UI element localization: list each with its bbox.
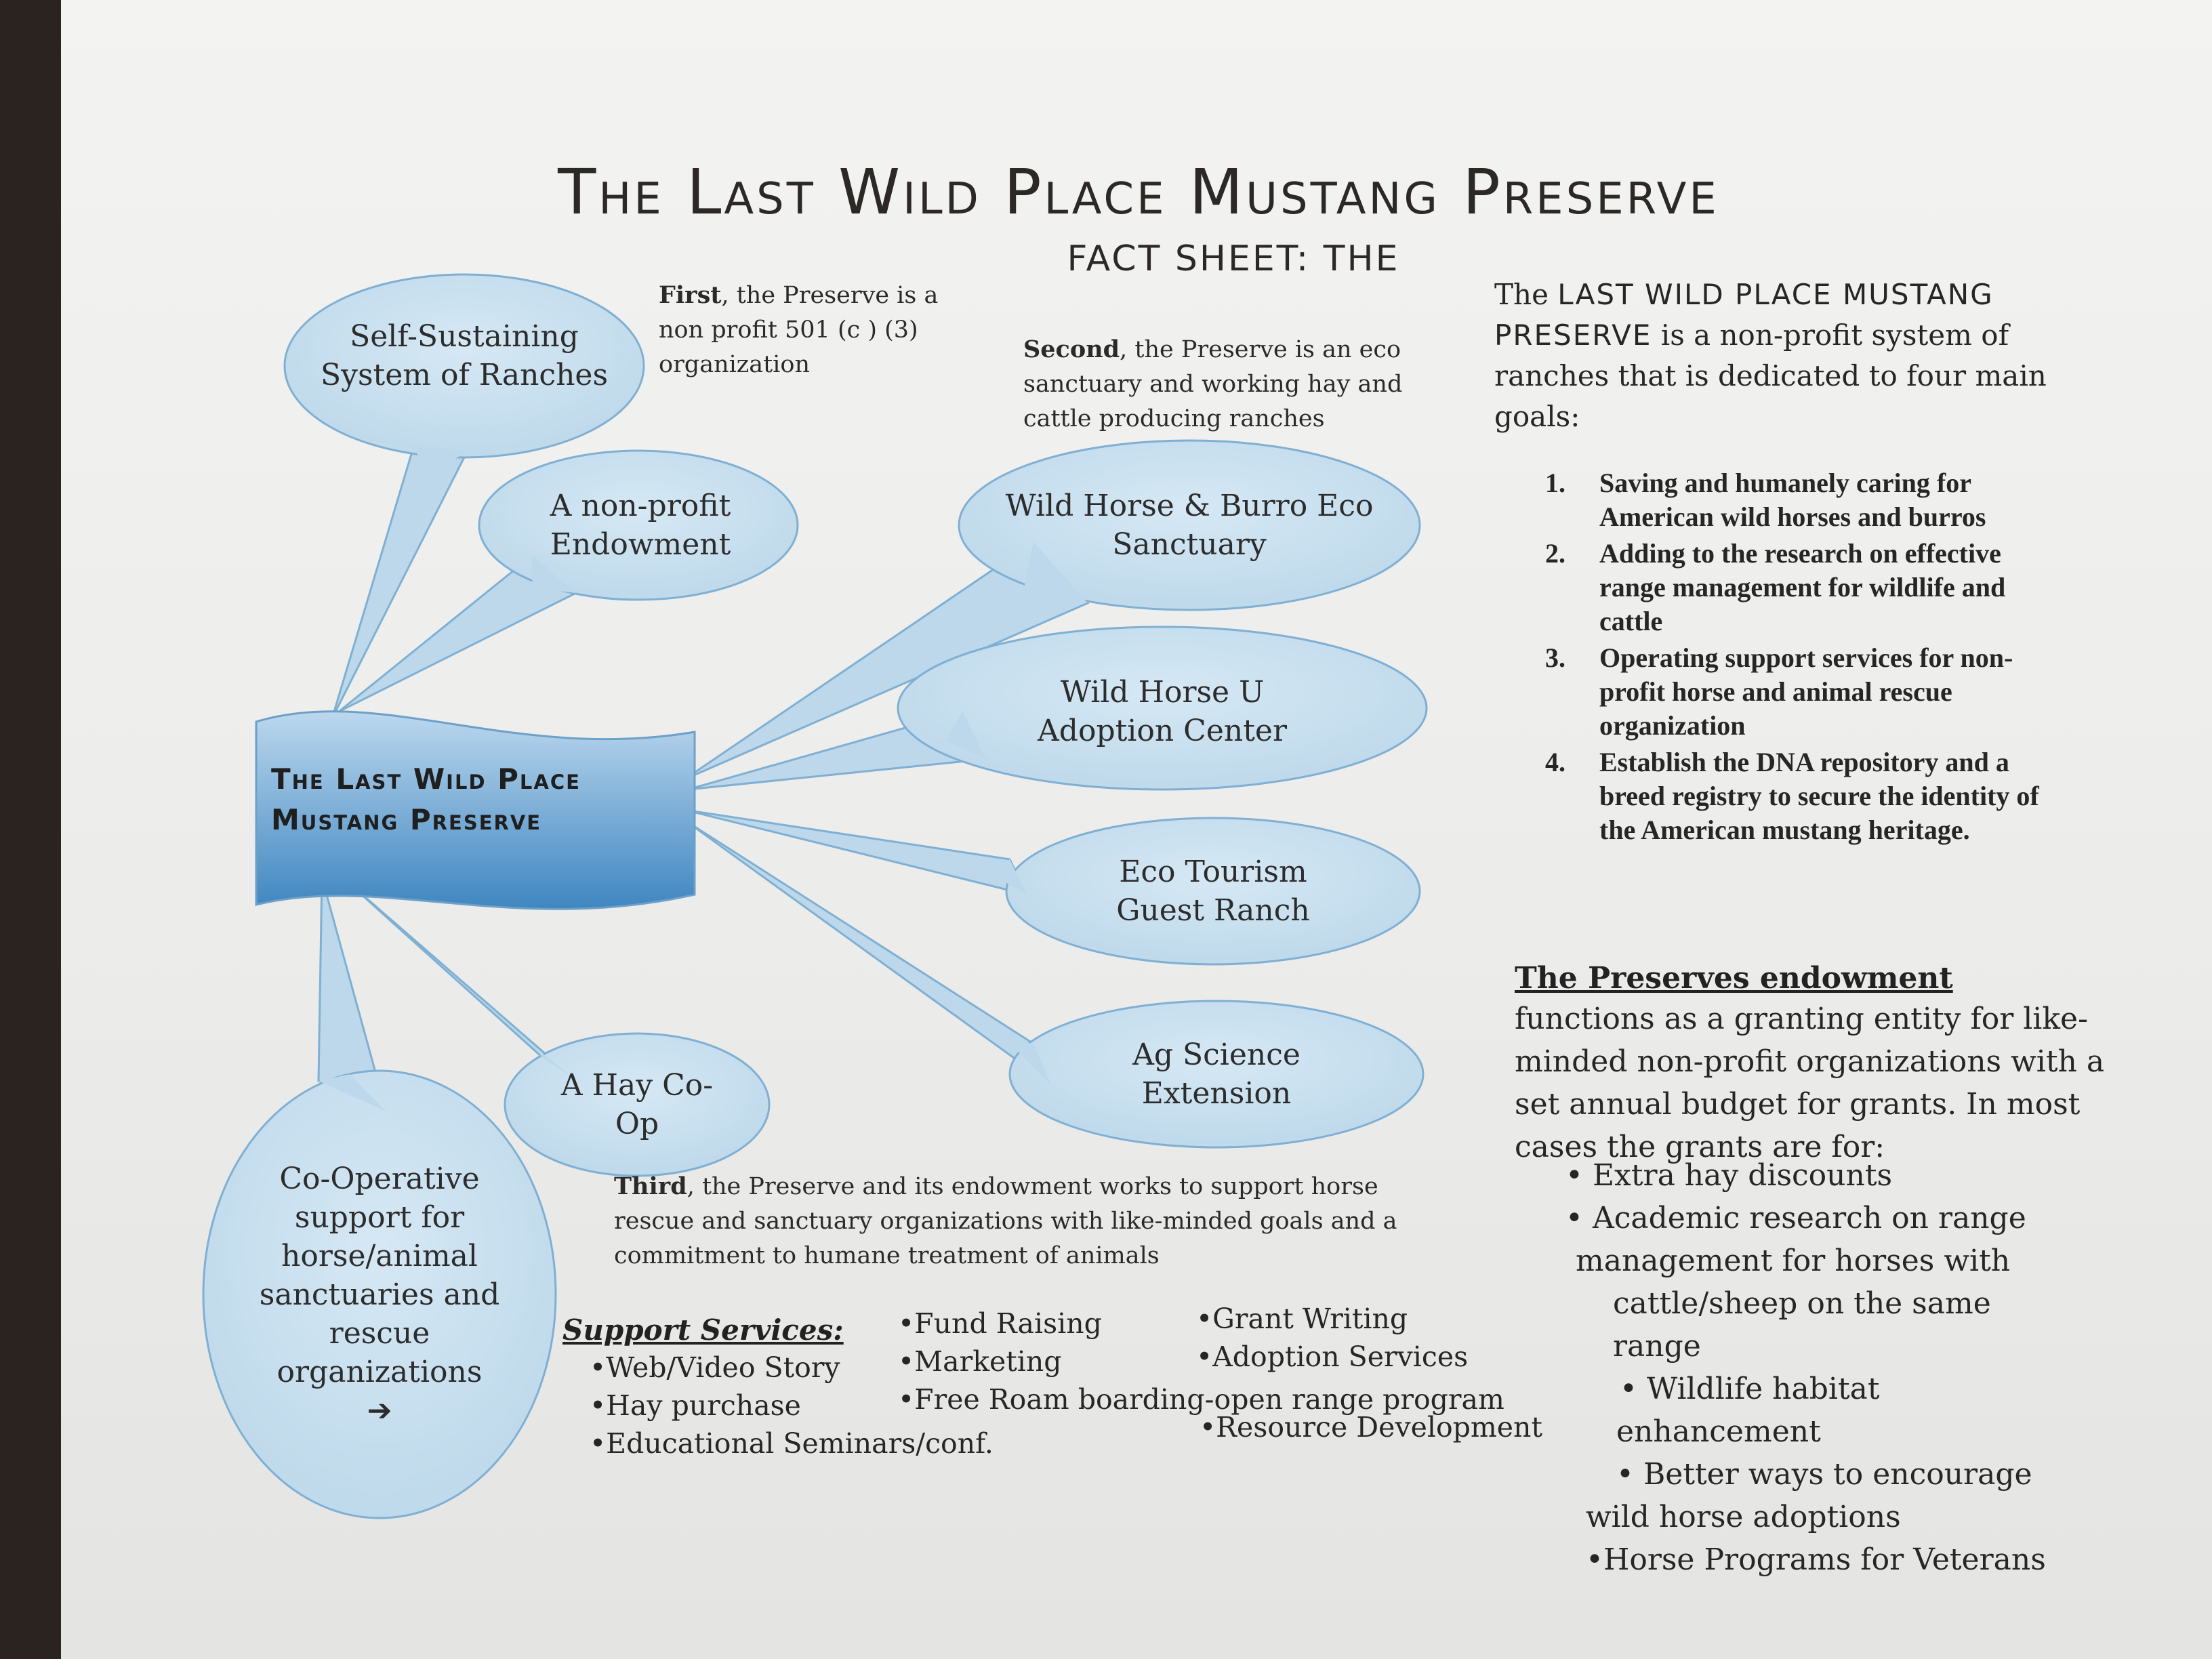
bubble-seam-coop (319, 1074, 386, 1111)
bubble-seam-haycoop (535, 1048, 573, 1078)
grant-line: • Academic research on range (1565, 1201, 2026, 1235)
services-column-3: •Grant Writing •Adoption Services (1196, 1300, 1468, 1376)
bubble-tourism (684, 808, 1421, 966)
grant-line: wild horse adoptions (1586, 1500, 1901, 1534)
bubble-ellipse-endowment (478, 449, 799, 601)
bubble-ranches (283, 273, 645, 719)
note-third: Third, the Preserve and its endowment wo… (614, 1172, 1397, 1269)
center-flag-shape (255, 710, 696, 910)
grant-line: cattle/sheep on the same (1613, 1286, 1991, 1321)
services-column-1: •Web/Video Story •Hay purchase •Educatio… (590, 1349, 994, 1462)
endowment-heading: The Preserves endowment (1515, 961, 1953, 996)
note-first: First, the Preserve is a non profit 501 … (659, 281, 939, 378)
note-second: Second, the Preserve is an eco sanctuary… (1023, 335, 1403, 432)
node-hay-coop: A Hay Co-Op (560, 1068, 714, 1141)
bubble-ellipse-agscience (1008, 1000, 1425, 1149)
center-flag-label: The Last Wild Place Mustang Preserve (271, 762, 581, 836)
service-item: •Fund Raising (898, 1307, 1102, 1340)
bubble-sanctuary (684, 439, 1421, 781)
goal-item: 1.Saving and humanely caring for America… (1545, 468, 1986, 532)
bubble-seam-endowment (532, 556, 576, 593)
service-item: •Adoption Services (1196, 1340, 1469, 1373)
bubble-endowment (338, 449, 799, 713)
grant-line: enhancement (1616, 1414, 1821, 1449)
document-subtitle: FACT SHEET: THE (1067, 239, 1400, 279)
bubble-haycoop (337, 873, 771, 1177)
grant-line: • Extra hay discounts (1565, 1158, 1893, 1193)
grant-line: range (1613, 1329, 1701, 1364)
service-item-resource-development: •Resource Development (1200, 1411, 1542, 1443)
goal-item: 4.Establish the DNA repository and a bre… (1545, 747, 2039, 845)
service-item: •Web/Video Story (590, 1351, 840, 1384)
bubble-ellipse-haycoop (504, 1032, 771, 1177)
goal-item: 2.Adding to the research on effective ra… (1545, 538, 2006, 636)
bubble-ellipse-coop (202, 1069, 557, 1519)
service-item: •Hay purchase (590, 1389, 801, 1422)
goals-list: 1.Saving and humanely caring for America… (1545, 466, 2060, 850)
arrow-right-icon: ➔ (367, 1393, 392, 1428)
grant-line: • Wildlife habitat (1620, 1372, 1880, 1406)
bubble-ellipse-sanctuary (958, 439, 1421, 611)
bubble-seam-tourism (985, 859, 1027, 895)
bubble-seam-ranches (413, 447, 468, 476)
service-item: •Marketing (898, 1345, 1062, 1378)
bubble-ellipse-adoption (897, 626, 1428, 791)
support-services-title: Support Services: (562, 1313, 844, 1347)
goal-item: 3.Operating support services for non-pro… (1545, 642, 2013, 741)
document-title: The Last Wild Place Mustang Preserve (558, 156, 1719, 228)
bubble-seam-agscience (1006, 1040, 1050, 1084)
bubble-ellipse-tourism (1005, 817, 1421, 966)
grants-list: • Extra hay discounts • Academic researc… (1511, 1154, 2121, 1581)
service-item: •Educational Seminars/conf. (590, 1427, 994, 1460)
node-cooperative-support: Co-Operative support for horse/animal sa… (251, 1162, 508, 1428)
grant-line: • Better ways to encourage (1616, 1457, 2032, 1492)
intro-paragraph: The LAST WILD PLACE MUSTANG PRESERVE is … (1494, 278, 2047, 433)
node-eco-tourism: Eco Tourism Guest Ranch (1116, 855, 1310, 928)
bubble-seam-adoption (945, 712, 986, 759)
service-item: •Free Roam boarding-open range program (898, 1383, 1504, 1416)
services-column-2: •Fund Raising •Marketing •Free Roam boar… (898, 1305, 1504, 1418)
node-endowment: A non-profit Endowment (550, 489, 731, 562)
node-eco-sanctuary: Wild Horse & Burro Eco Sanctuary (1005, 489, 1374, 562)
node-adoption-center: Wild Horse U Adoption Center (1038, 675, 1287, 748)
bubble-agscience (684, 819, 1425, 1149)
node-self-sustaining-ranches: Self-Sustaining System of Ranches (320, 319, 609, 392)
bubble-seam-sanctuary (1023, 542, 1088, 603)
grant-line: management for horses with (1576, 1244, 2011, 1278)
node-ag-science: Ag Science Extension (1132, 1038, 1300, 1111)
bubble-coop (202, 877, 557, 1519)
bubble-ellipse-ranches (283, 273, 645, 459)
grant-line: •Horse Programs for Veterans (1586, 1542, 2046, 1577)
endowment-body: functions as a granting entity for like-… (1515, 1002, 2105, 1164)
service-item: •Grant Writing (1196, 1303, 1408, 1335)
bubble-adoption (687, 626, 1428, 791)
